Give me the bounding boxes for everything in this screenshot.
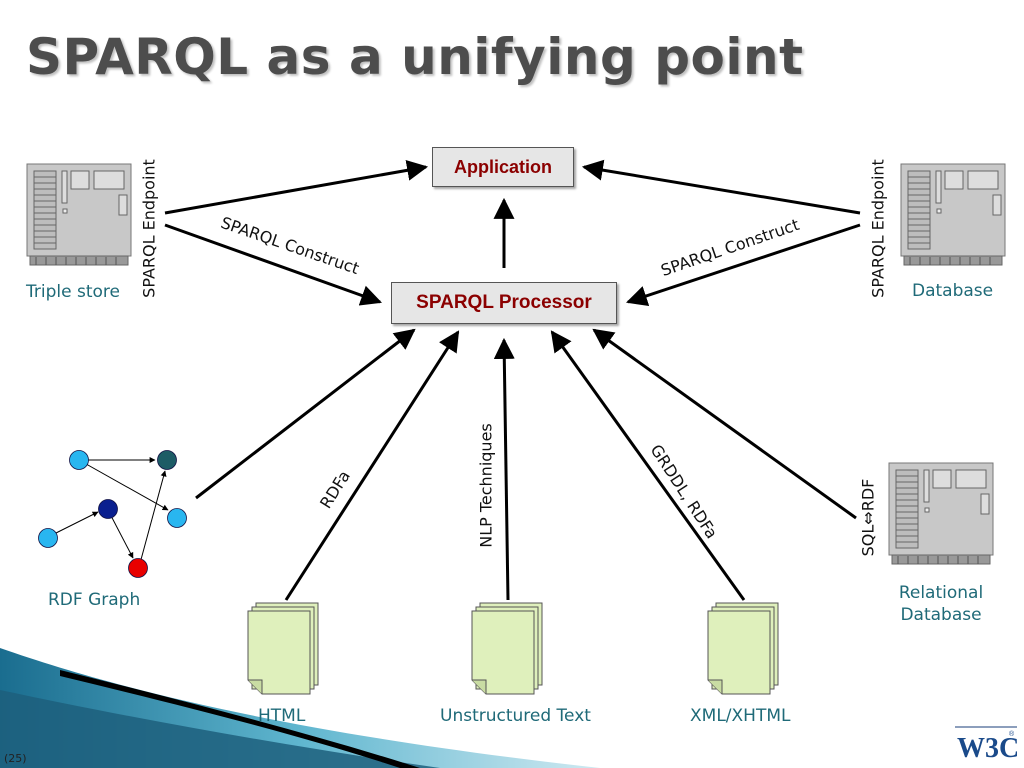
relational-database-label-line2: Database (900, 605, 982, 625)
xml-xhtml-label: XML/XHTML (690, 706, 791, 726)
unstructured-text-document-icon (471, 602, 543, 695)
edge-rdfgraph-to-processor (195, 328, 416, 500)
html-document-icon (247, 602, 319, 695)
rdf-node (167, 508, 187, 528)
application-node: Application (432, 147, 574, 187)
sparql-processor-node: SPARQL Processor (391, 282, 617, 324)
nlp-techniques-label: NLP Techniques (476, 423, 496, 548)
decorative-swoosh (0, 648, 600, 768)
w3c-registered-mark: ® (1009, 730, 1015, 738)
relational-database-server-icon (888, 462, 994, 565)
sparql-endpoint-left-label: SPARQL Endpoint (139, 159, 159, 298)
relational-database-label: Relational Database (888, 582, 994, 626)
w3c-logo: W3C ® (955, 726, 1019, 764)
rdf-node (38, 528, 58, 548)
edge-xml-to-processor (550, 330, 746, 601)
xml-xhtml-document-icon (707, 602, 779, 695)
sql-rdf-label: SQL⇔RDF (858, 478, 878, 557)
html-label: HTML (258, 706, 306, 726)
edge-html-to-processor (284, 330, 460, 601)
edge-triplestore-to-processor (164, 223, 382, 306)
slide-title: SPARQL as a unifying point (26, 28, 804, 86)
rdf-node (69, 450, 89, 470)
slide-number: (25) (4, 752, 27, 765)
edge-database-to-application (581, 159, 861, 215)
triple-store-server-icon (26, 163, 132, 266)
triple-store-label: Triple store (26, 282, 120, 302)
edge-database-to-processor (626, 223, 861, 307)
sparql-endpoint-right-label: SPARQL Endpoint (868, 159, 888, 298)
unstructured-text-label: Unstructured Text (440, 706, 591, 726)
rdf-node (157, 450, 177, 470)
rdf-graph-diagram (38, 450, 187, 578)
edge-relational-to-processor (592, 328, 857, 520)
database-server-icon (900, 163, 1006, 266)
rdf-node (128, 558, 148, 578)
rdf-graph-label: RDF Graph (48, 590, 141, 610)
w3c-logo-text: W3C (957, 733, 1017, 764)
relational-database-label-line1: Relational (898, 583, 984, 603)
edge-triplestore-to-application (164, 159, 429, 215)
database-label: Database (912, 281, 994, 301)
rdf-node (98, 499, 118, 519)
edge-text-to-processor (493, 337, 515, 601)
